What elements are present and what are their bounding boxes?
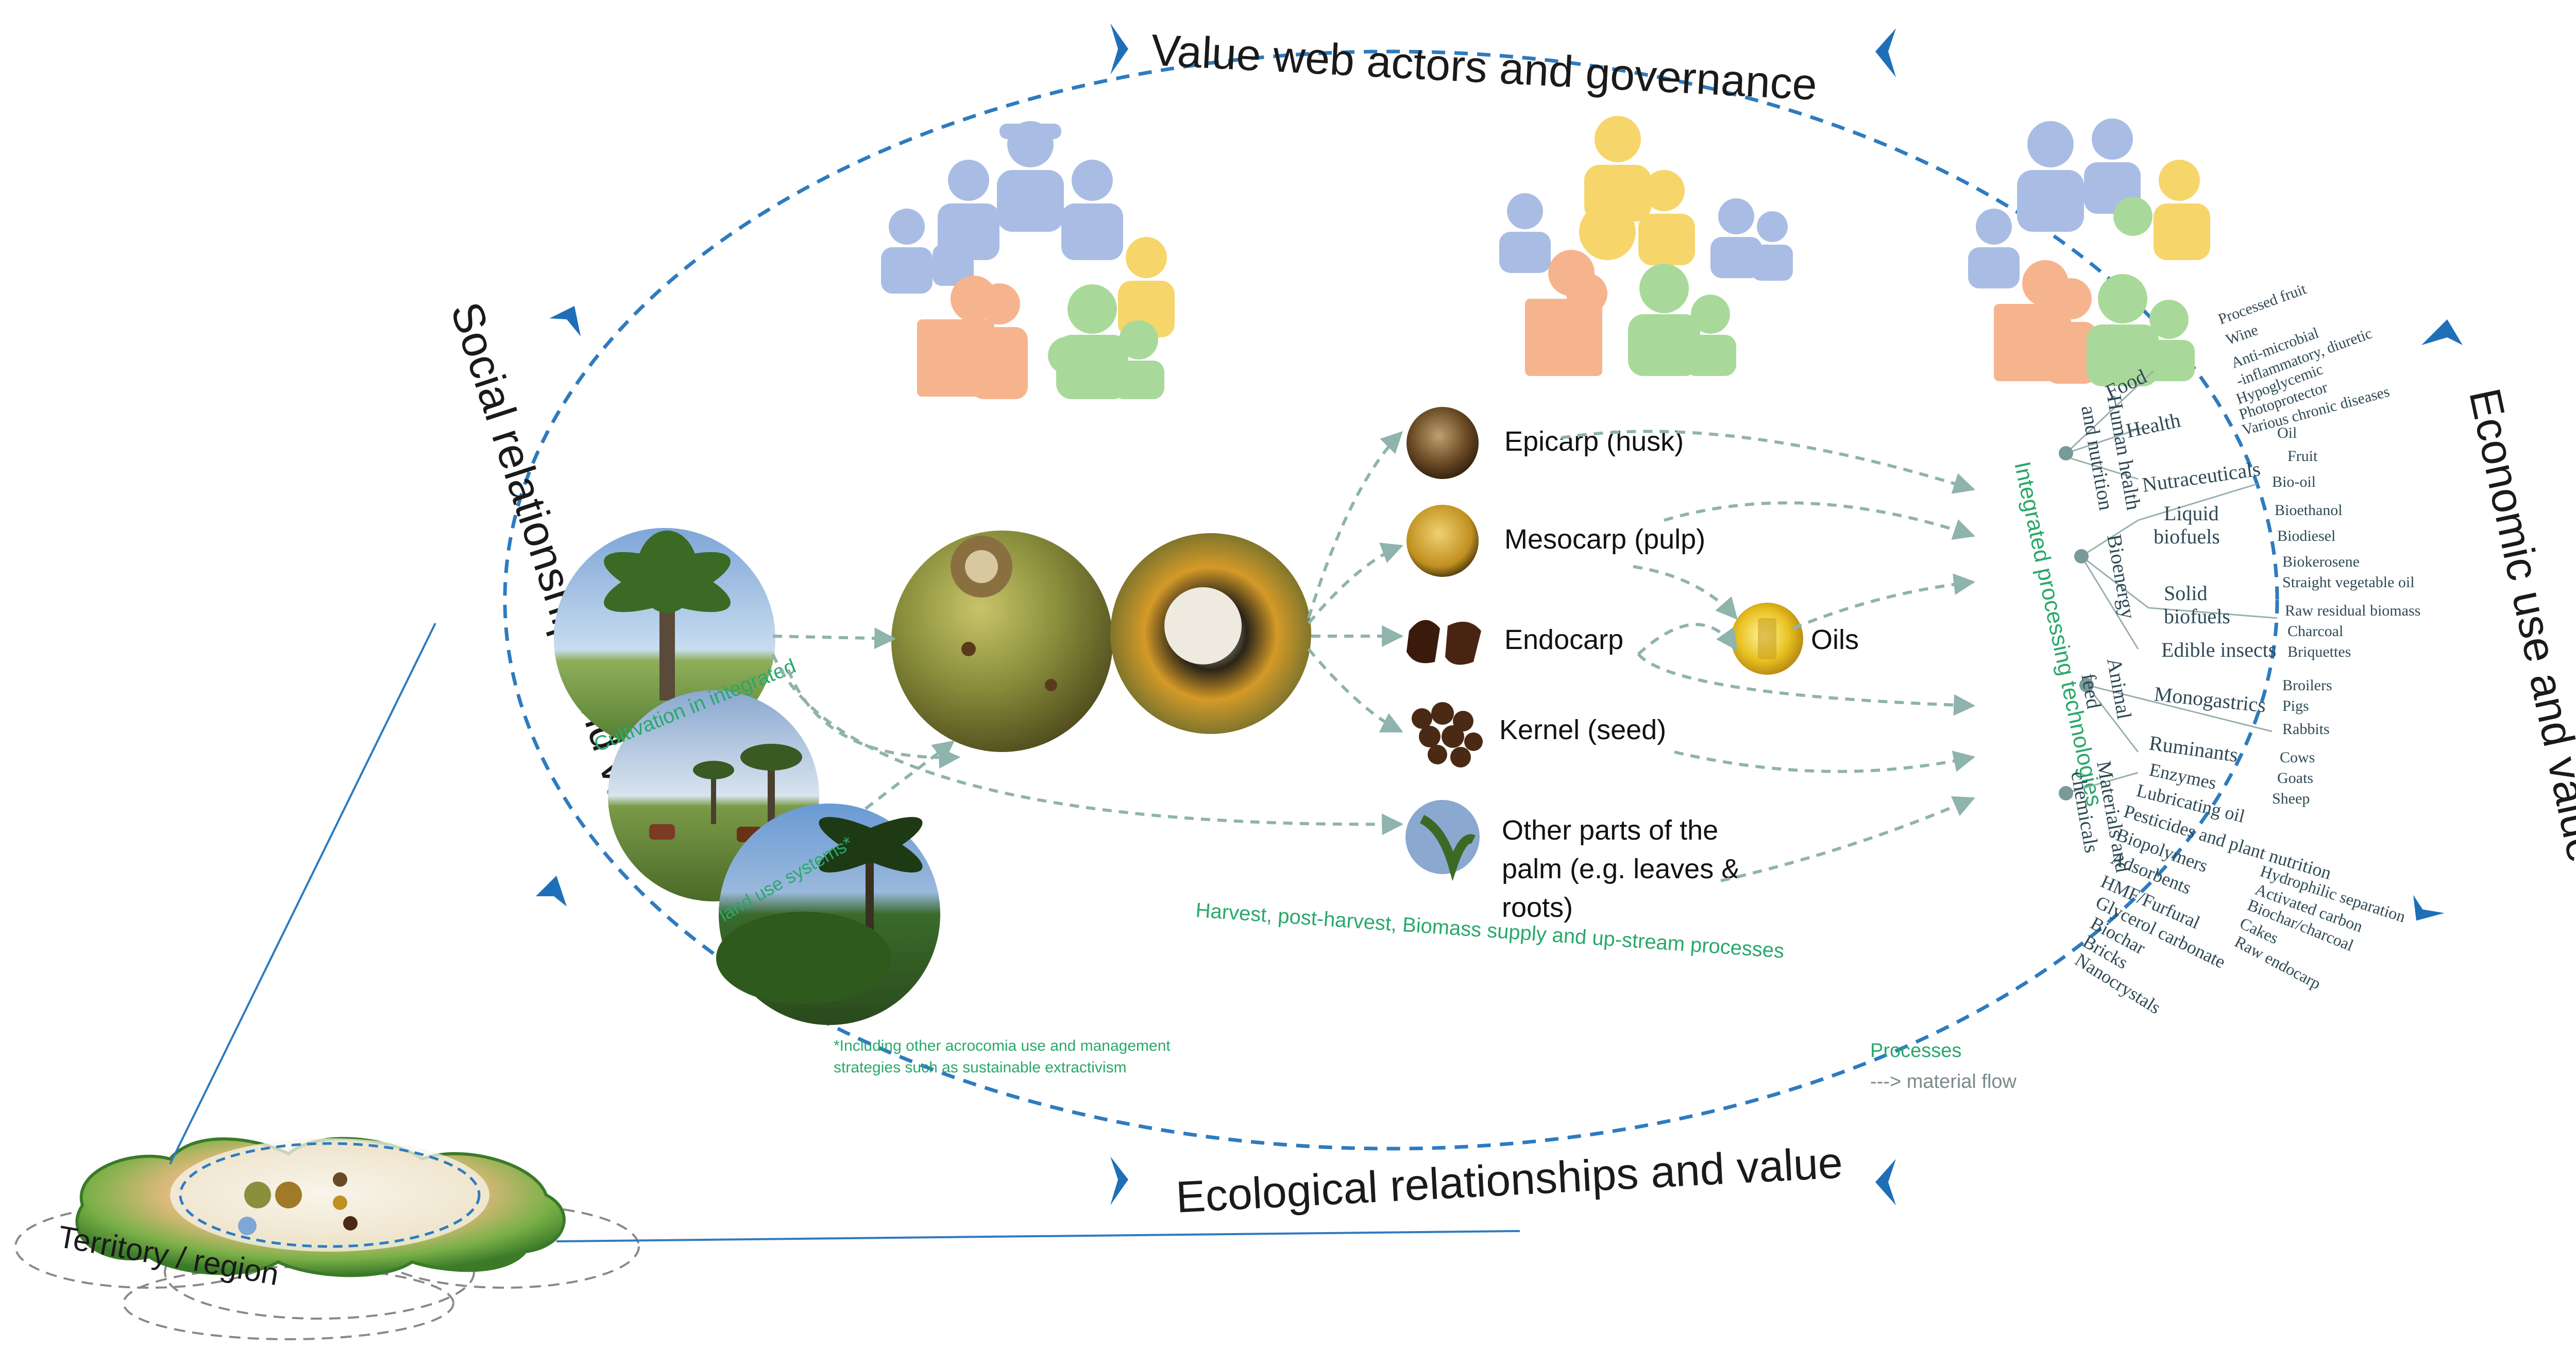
ring-label-top: Value web actors and governance [1150,25,1818,110]
processing-caption: Integrated processing technologies [2009,459,2107,809]
product-tree: Human health and nutrition Bioenergy Ani… [2059,280,2420,1018]
node-edible-insects: Edible insects [2161,638,2276,661]
solid-item: Raw residual biomass [2285,602,2420,619]
ring-label-right: Economic use and value [2460,384,2576,866]
label-kernel: Kernel (seed) [1499,714,1666,745]
solid-item: Charcoal [2287,623,2343,640]
ring-arrowhead-icon [536,23,2463,1205]
kernel-photo [1412,702,1483,767]
whole-fruit-photo [891,531,1113,752]
nutra-item: Oil [2277,424,2297,441]
rumi-item: Goats [2277,770,2313,787]
epicarp-photo [1406,407,1479,479]
nutra-item: Fruit [2287,448,2318,465]
cut-fruit-photo [1110,533,1311,734]
label-other-2: palm (e.g. leaves & [1502,853,1740,884]
rumi-item: Sheep [2272,790,2310,807]
endocarp-photo [1406,620,1481,665]
liquid-item: Bio-oil [2272,473,2316,490]
legend-flow: ---> material flow [1870,1071,2017,1092]
footnote-line1: *Including other acrocomia use and manag… [834,1037,1171,1054]
mono-item: Pigs [2282,697,2309,714]
people-actors-icon [1499,116,1793,376]
solid-item: Straight vegetable oil [2282,574,2415,591]
node-nutraceuticals: Nutraceuticals [2141,457,2262,497]
label-other-1: Other parts of the [1502,815,1718,846]
node-health: Health [2124,408,2183,442]
liquid-item: Bioethanol [2275,502,2343,519]
solid-item: Briquettes [2287,643,2351,660]
legend-processes: Processes [1870,1040,1961,1062]
food-item: Wine [2224,321,2260,349]
food-item: Processed fruit [2216,280,2309,328]
rumi-item: Cows [2280,749,2315,766]
adsorbent-items: Hydrophilic separation Activated carbon … [2232,861,2408,993]
footnote-line2: strategies such as sustainable extractiv… [834,1059,1127,1076]
mono-item: Rabbits [2282,721,2330,738]
label-other-3: roots) [1502,892,1573,923]
adsorbent-item: Raw endocarp [2232,932,2324,993]
health-items: Anti-microbial -inflammatory, diuretic H… [2229,325,2392,439]
people-actors-icon [1968,118,2210,386]
material-flow-arrows [771,430,1976,882]
node-liquid-2: biofuels [2154,525,2220,548]
value-web-ring [503,49,2279,1151]
mono-item: Broilers [2282,677,2332,694]
node-solid-1: Solid [2164,582,2207,605]
harvest-caption: Harvest, post-harvest, Biomass supply an… [1195,899,1785,963]
cultivation-photo-3 [716,804,940,1025]
label-mesocarp: Mesocarp (pulp) [1504,524,1705,555]
liquid-item: Biokerosene [2282,553,2360,570]
palm-parts-photo [1405,800,1480,881]
label-epicarp: Epicarp (husk) [1504,426,1684,457]
people-actors-icon [881,121,1175,399]
label-endocarp: Endocarp [1504,624,1623,655]
node-monogastrics: Monogastrics [2153,682,2267,717]
node-liquid-1: Liquid [2164,502,2219,525]
mesocarp-photo [1406,505,1479,577]
label-oils: Oils [1811,624,1859,655]
liquid-item: Biodiesel [2277,527,2335,544]
ring-label-bottom: Ecological relationships and value [1175,1138,1844,1222]
node-solid-2: biofuels [2164,605,2230,628]
tree-branches [2065,370,2278,794]
inset-connector-lines [169,623,1520,1242]
territory-inset: Territory / region [14,1137,640,1340]
